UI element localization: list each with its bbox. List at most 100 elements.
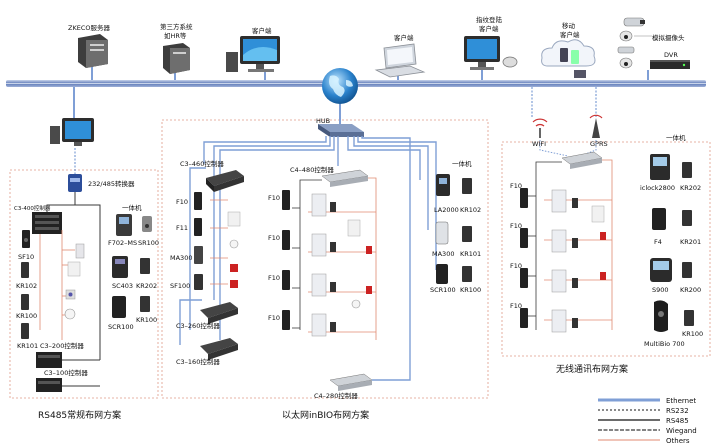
c4-480-controller-icon: [321, 169, 369, 187]
zkeco-server-label: ZKECO服务器: [68, 23, 110, 32]
la2000-label: LA2000: [434, 206, 459, 214]
sr100-device-icon: [142, 216, 152, 232]
c3-200-label: C3–200控制器: [40, 341, 84, 350]
sc403-label: SC403: [112, 282, 133, 290]
kr200-icon: [682, 262, 692, 278]
c3-160-controller-icon: [200, 338, 238, 360]
scr100-left-icon: [112, 296, 126, 318]
c3-400-controller-icon: [32, 212, 62, 234]
c4-480-label: C4–480控制器: [290, 165, 334, 174]
kr100-left-label: KR100: [16, 312, 37, 320]
f10-reader-icon: [282, 190, 290, 210]
f10-reader-icon: [520, 268, 528, 288]
rs485-section-title: RS485常规布网方案: [38, 409, 121, 421]
kr100a-label: KR100: [136, 316, 157, 324]
f702-label: F702–MS: [108, 239, 137, 247]
kr202-right-icon: [682, 162, 692, 178]
sf100-icon: [194, 274, 203, 290]
gprs-icon: [589, 114, 603, 138]
wireless-section-frame: [501, 141, 711, 357]
wireless-section-title: 无线通讯布网方案: [556, 363, 628, 375]
right-row-f10-label: F10: [510, 222, 522, 230]
mobile-label-1: 移动: [562, 21, 576, 30]
c3-200-controller-icon: [36, 352, 62, 368]
legend-label-wiegand: Wiegand: [666, 427, 697, 435]
right-siren-icon: [600, 232, 606, 280]
gprs-label: GPRS: [590, 140, 608, 148]
legend-label-rs485: RS485: [666, 417, 689, 425]
door-panel-icon: [551, 309, 567, 333]
dvr-icon: [650, 60, 690, 69]
kr100-right-label: KR100: [682, 330, 703, 338]
kr201-label: KR201: [680, 238, 701, 246]
sf10-device-icon: [22, 230, 30, 248]
exit-button-icon: [572, 278, 578, 288]
ethernet-section-title: 以太网inBIO布网方案: [282, 409, 369, 421]
sf100-label: SF100: [170, 282, 190, 290]
mid-row-f10-label: F10: [268, 194, 280, 202]
door-panel-icon: [311, 313, 327, 337]
mid-f11-label: F11: [176, 224, 188, 232]
c3-460-controller-icon: [206, 170, 244, 192]
door-panel-icon: [311, 193, 327, 217]
door-panel-icon: [311, 273, 327, 297]
alarm-mid-icon: [229, 239, 239, 249]
f702-device-icon: [116, 214, 132, 236]
exit-button-icon: [330, 202, 336, 212]
c3-100-controller-icon: [36, 378, 62, 392]
fp-login-label-1: 指纹登陆: [476, 15, 503, 24]
kr100-left-icon: [21, 294, 29, 310]
ethernet-section-frame: [161, 119, 489, 399]
kr101-left-label: KR101: [17, 342, 38, 350]
wifi-icon: [532, 118, 548, 138]
scr100-mid-icon: [436, 264, 448, 284]
converter-label: 232/485转换器: [88, 179, 135, 188]
kr101-mid-label: KR101: [460, 250, 481, 258]
kr102-mid-label: KR102: [460, 206, 481, 214]
kr102-mid-icon: [462, 178, 472, 194]
door-panel-icon: [551, 269, 567, 293]
exit-button-icon: [330, 242, 336, 252]
client-label-2: 客户端: [394, 33, 414, 42]
c3-460-label: C3–460控制器: [180, 159, 224, 168]
legend-label-rs232: RS232: [666, 407, 689, 415]
kr102-left-icon: [21, 262, 29, 278]
kr202-left-icon: [140, 258, 150, 274]
laptop-client-icon: [374, 43, 426, 78]
ma300b-icon: [435, 221, 449, 245]
wireless-controller-icon: [561, 151, 603, 169]
f10-mid-icon: [194, 192, 202, 210]
ma300b-label: MA300: [432, 250, 454, 258]
exit-button-icon: [65, 289, 76, 300]
exit-button-icon: [572, 318, 578, 328]
exit-button-icon: [330, 282, 336, 292]
c3-160-label: C3–160控制器: [176, 357, 220, 366]
s900-label: S900: [652, 286, 669, 294]
la2000-icon: [436, 174, 450, 196]
c3-400-label: C3-400控制器: [14, 204, 51, 212]
c3-260-label: C3–260控制器: [176, 321, 220, 330]
c4-280-controller-icon: [329, 373, 373, 391]
fp-login-label-2: 客户端: [479, 24, 499, 33]
f10-reader-icon: [282, 230, 290, 250]
ma300-label: MA300: [170, 254, 192, 262]
f11-icon: [194, 218, 202, 236]
kr100-mid-label: KR100: [460, 286, 481, 294]
internet-globe-icon: [322, 68, 358, 104]
hub-icon: [318, 124, 364, 137]
lock-icon: [75, 243, 85, 259]
right-row-f10-label: F10: [510, 302, 522, 310]
mid-row-f10-label: F10: [268, 274, 280, 282]
kr100a-icon: [140, 296, 150, 312]
s900-icon: [650, 258, 672, 282]
door-panel-icon: [311, 233, 327, 257]
right-door-sensor-icon: [591, 205, 605, 223]
wifi-label: WIFI: [532, 140, 546, 148]
kr101-left-icon: [21, 323, 29, 339]
camera-icon: [617, 17, 645, 69]
c4-280-label: C4–280控制器: [314, 391, 358, 400]
c3-260-controller-icon: [200, 302, 238, 324]
rs485-section-frame: [9, 169, 159, 399]
